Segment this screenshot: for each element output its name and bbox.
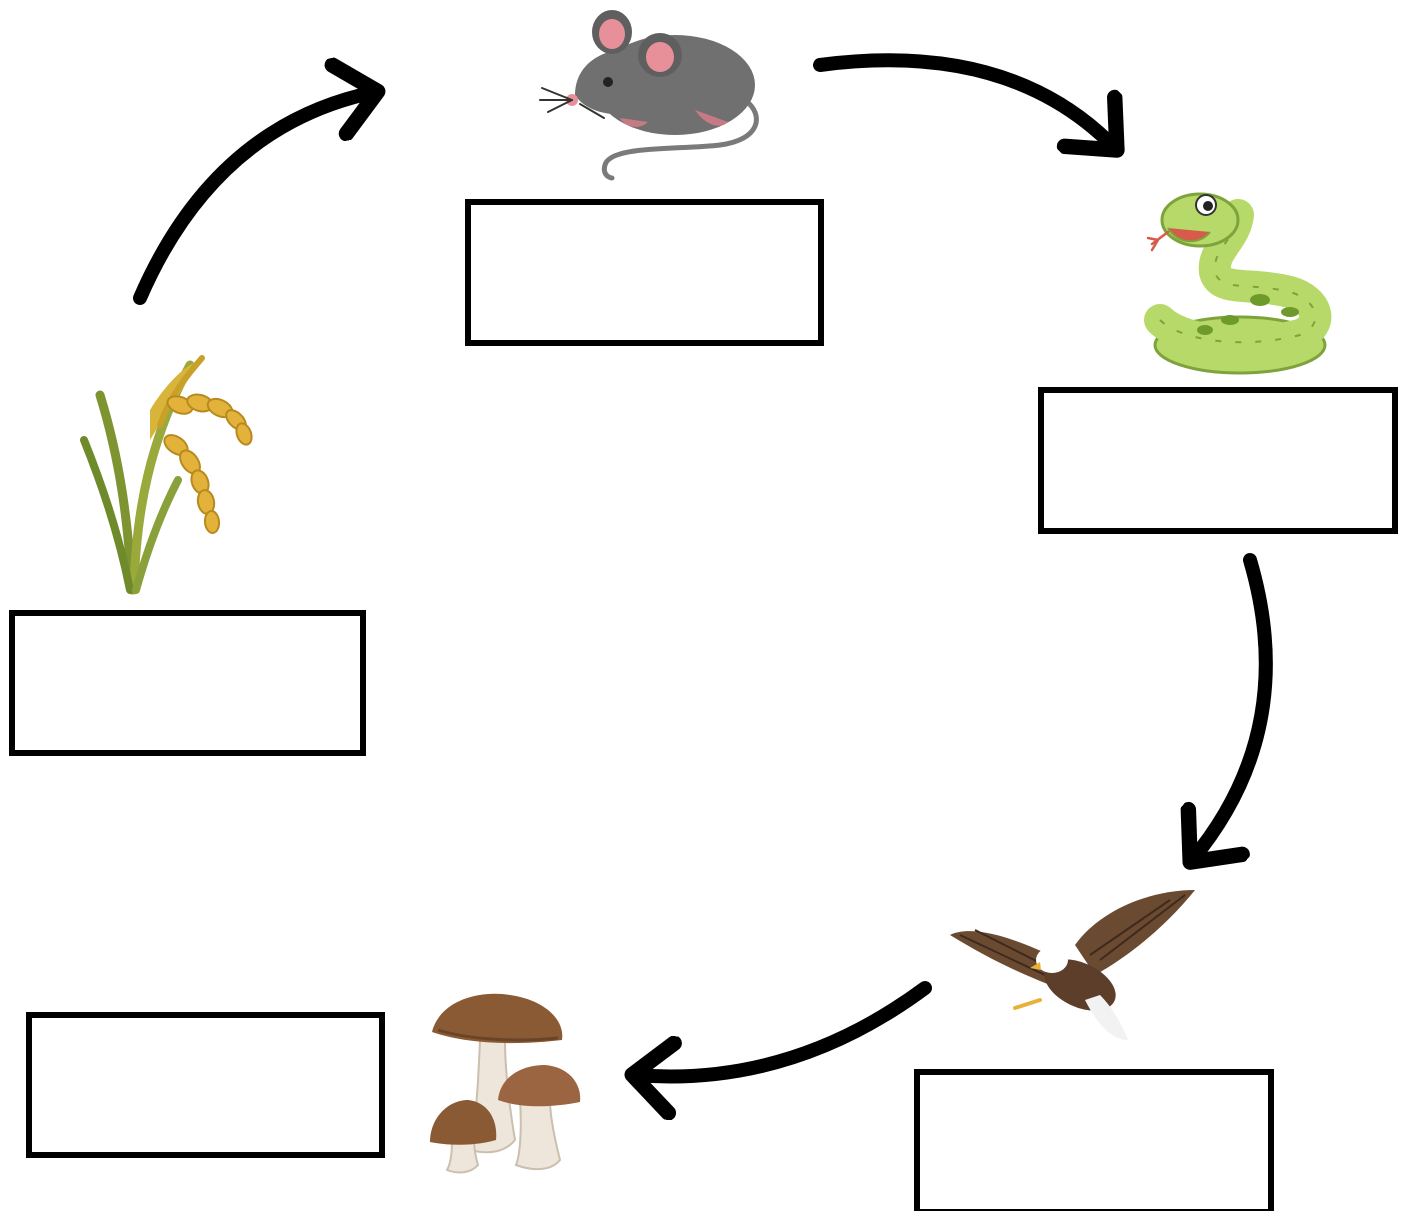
- label-box-mushrooms[interactable]: [26, 1012, 385, 1158]
- label-box-eagle[interactable]: [914, 1069, 1274, 1211]
- arrow-rice-to-mouse: [133, 92, 375, 305]
- label-box-snake[interactable]: [1038, 387, 1398, 534]
- arrow-mouse-to-snake: [813, 53, 1115, 148]
- label-box-mouse[interactable]: [465, 199, 824, 346]
- arrow-eagle-to-mushrooms: [635, 981, 932, 1076]
- label-box-rice-plant[interactable]: [9, 610, 366, 756]
- arrow-snake-to-eagle: [1192, 553, 1273, 860]
